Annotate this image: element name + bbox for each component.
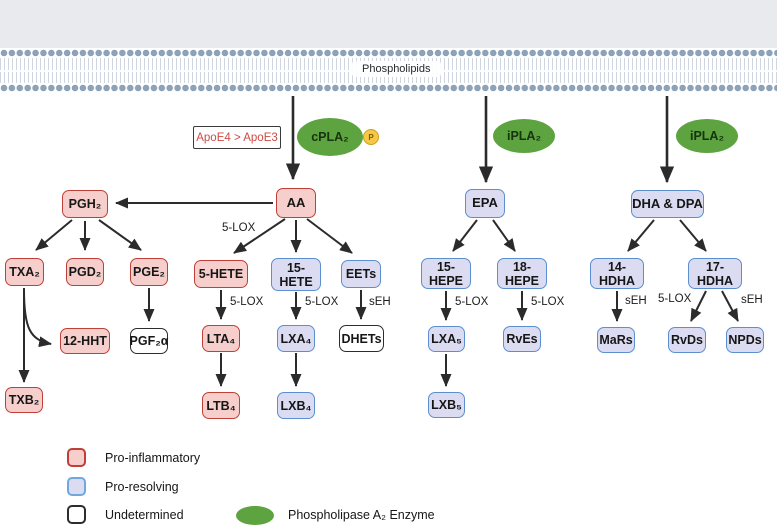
arrow-pgh2-txa2 <box>35 219 73 251</box>
node-txa2: TXA₂ <box>5 258 44 286</box>
edge-label-eets-seh: sEH <box>369 296 391 308</box>
lipid-heads-bottom <box>0 83 777 93</box>
legend-label-pro-inflammatory: Pro-inflammatory <box>105 451 201 465</box>
legend-label-pro-resolving: Pro-resolving <box>105 480 179 494</box>
edge-label-15hepe-5lox: 5-LOX <box>455 296 489 308</box>
node-12hht: 12-HHT <box>60 328 110 354</box>
edge-label-aa-5lox: 5-LOX <box>222 222 256 234</box>
node-lxb4: LXB₄ <box>277 392 315 419</box>
arrow-txa2-12hht <box>23 289 52 348</box>
node-14hdha: 14- HDHA <box>590 258 644 289</box>
legend-swatch-pro-inflammatory <box>67 448 86 467</box>
node-18hepe: 18- HEPE <box>497 258 547 289</box>
node-dhets: DHETs <box>339 325 384 352</box>
edge-label-17hdha-5lox: 5-LOX <box>658 293 692 305</box>
node-pge2: PGE₂ <box>130 258 168 286</box>
legend-label-enzyme: Phospholipase A₂ Enzyme <box>288 508 435 522</box>
node-15hepe: 15- HEPE <box>421 258 471 289</box>
node-aa: AA <box>276 188 316 218</box>
enzyme-cpla2: cPLA₂ <box>297 118 363 156</box>
arrow-epa-15hepe <box>452 219 478 252</box>
node-npds: NPDs <box>726 327 764 353</box>
node-15hete: 15- HETE <box>271 258 321 291</box>
node-lxa4: LXA₄ <box>277 325 315 352</box>
phospholipids-label: Phospholipids <box>352 61 441 77</box>
node-eets: EETs <box>341 260 381 288</box>
extracellular-band <box>0 0 777 48</box>
legend-swatch-pro-resolving <box>67 477 86 496</box>
arrow-dha-14hdha <box>627 219 655 252</box>
node-dha-dpa: DHA & DPA <box>631 190 704 218</box>
lipid-heads-top <box>0 48 777 58</box>
phosphorylation-badge: P <box>363 129 379 145</box>
node-17hdha: 17- HDHA <box>688 258 742 289</box>
apoe-annotation: ApoE4 > ApoE3 <box>193 126 281 149</box>
arrow-aa-eets <box>306 218 353 254</box>
edge-label-5hete-5lox: 5-LOX <box>230 296 264 308</box>
node-5hete: 5-HETE <box>194 260 248 288</box>
edge-label-18hepe-5lox: 5-LOX <box>531 296 565 308</box>
node-rves: RvEs <box>503 326 541 352</box>
arrow-17hdha-npds <box>721 290 739 322</box>
node-rvds: RvDs <box>668 327 706 353</box>
arrow-dha-17hdha <box>679 219 707 252</box>
node-lxb5: LXB₅ <box>428 392 465 418</box>
edge-label-15hete-5lox: 5-LOX <box>305 296 339 308</box>
node-pgf2a: PGF₂α <box>130 328 168 354</box>
arrow-aa-5hete <box>233 218 286 254</box>
enzyme-ipla2-epa: iPLA₂ <box>493 119 555 153</box>
node-lxa5: LXA₅ <box>428 326 465 352</box>
legend-label-undetermined: Undetermined <box>105 508 184 522</box>
legend-swatch-undetermined <box>67 505 86 524</box>
node-pgd2: PGD₂ <box>66 258 104 286</box>
legend-enzyme-ellipse <box>236 506 274 525</box>
node-txb2: TXB₂ <box>5 387 43 413</box>
enzyme-ipla2-dha: iPLA₂ <box>676 119 738 153</box>
edge-label-17hdha-seh: sEH <box>741 294 763 306</box>
lipid-tails-bottom <box>0 72 777 83</box>
arrow-17hdha-rvds <box>690 290 707 322</box>
arrow-pgh2-pge2 <box>98 219 142 251</box>
node-mars: MaRs <box>597 327 635 353</box>
edge-label-14hdha-seh: sEH <box>625 295 647 307</box>
node-pgh2: PGH₂ <box>62 190 108 218</box>
node-epa: EPA <box>465 189 505 218</box>
node-lta4: LTA₄ <box>202 325 240 352</box>
arrow-epa-18hepe <box>492 219 516 252</box>
node-ltb4: LTB₄ <box>202 392 240 419</box>
